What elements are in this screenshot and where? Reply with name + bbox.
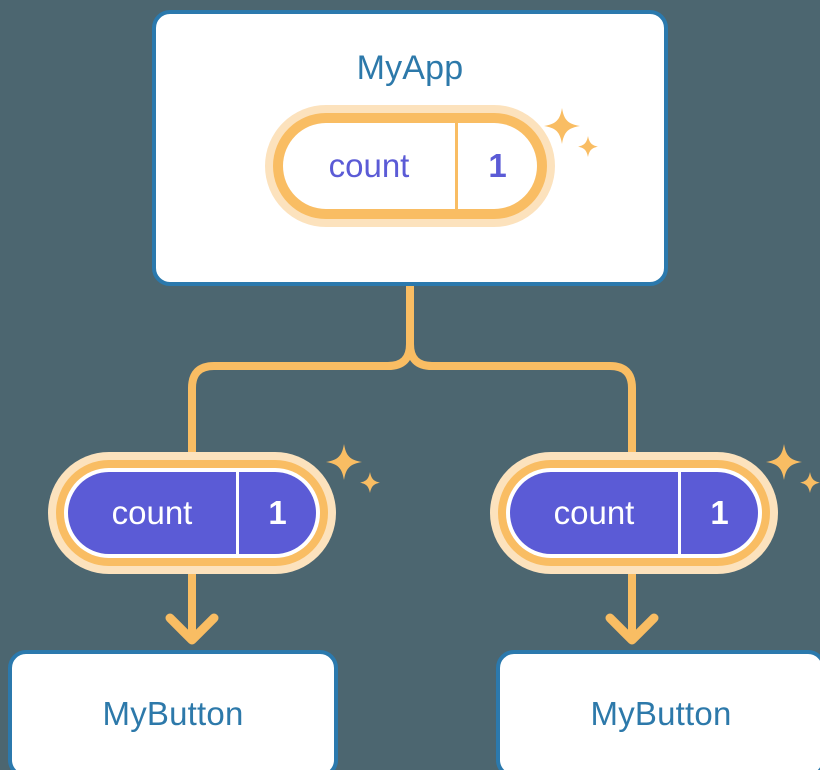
state-value-label: 1	[678, 472, 758, 554]
component-card-mybutton-right[interactable]: MyButton	[496, 650, 820, 770]
state-pill-child-right[interactable]: count 1	[490, 452, 778, 574]
component-card-mybutton-left[interactable]: MyButton	[8, 650, 338, 770]
state-pill-child-left[interactable]: count 1	[48, 452, 336, 574]
state-key-label: count	[328, 147, 410, 184]
state-value-label: 1	[455, 123, 537, 209]
pill-body: count 1	[68, 472, 316, 554]
state-key-label: count	[553, 494, 635, 531]
component-title: MyButton	[102, 695, 244, 732]
connector-branch-right	[406, 343, 636, 452]
arrow-down-icon-right	[605, 613, 659, 645]
pill-body: count 1	[283, 123, 537, 209]
arrow-down-icon-left	[165, 613, 219, 645]
state-key-label: count	[111, 494, 193, 531]
connector-branch-left	[188, 343, 414, 452]
pill-body: count 1	[510, 472, 758, 554]
page-title: MyApp	[356, 49, 464, 87]
component-title: MyButton	[590, 695, 732, 732]
state-pill-myapp[interactable]: count 1	[265, 105, 555, 227]
state-value-label: 1	[236, 472, 316, 554]
